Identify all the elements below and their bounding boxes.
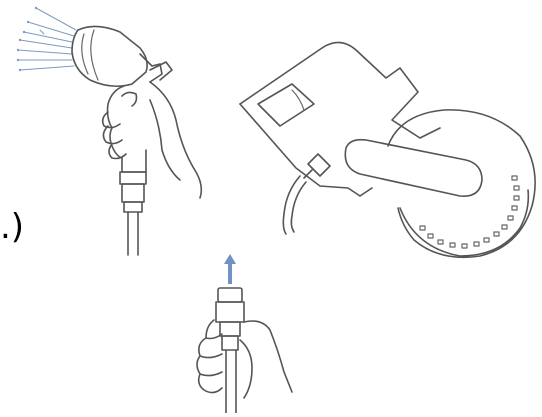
caption-fragment: .): [0, 207, 25, 247]
water-spray: [16, 6, 77, 72]
spray-nozzle-illustration: [16, 6, 203, 256]
arrow-up-icon: [224, 254, 236, 284]
connector-push-illustration: [196, 254, 293, 414]
hose-attachment-illustration: [239, 41, 536, 259]
